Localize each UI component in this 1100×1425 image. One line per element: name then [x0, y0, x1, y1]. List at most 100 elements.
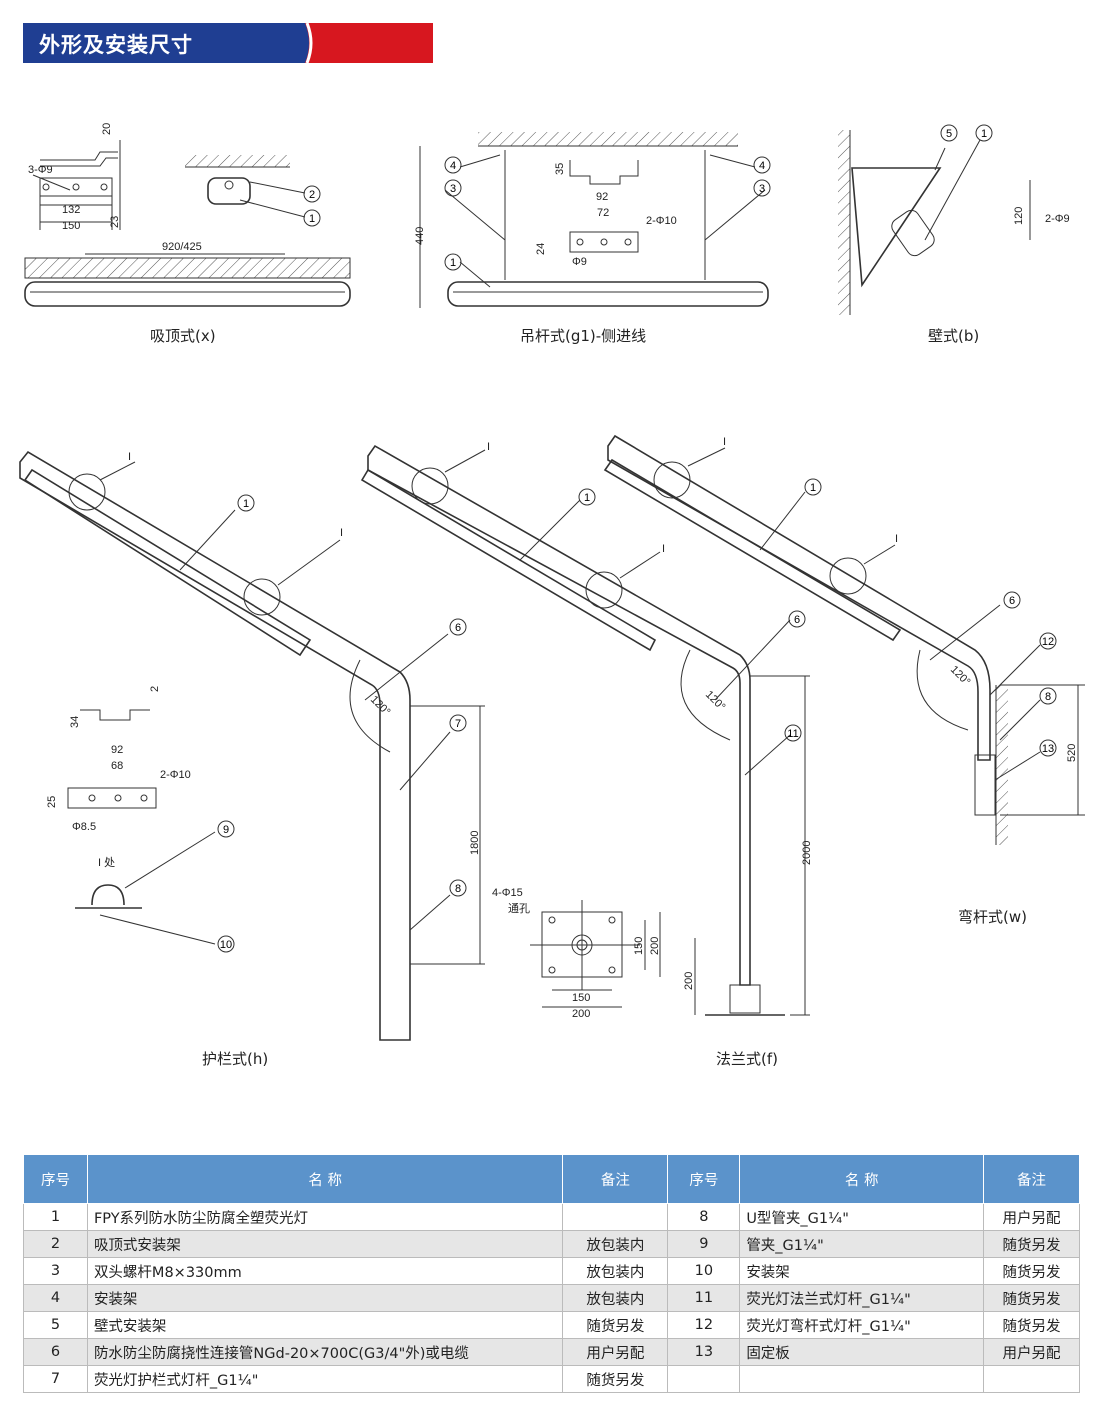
header-note: 备注: [562, 1154, 669, 1204]
dim-2: 2: [149, 686, 161, 692]
callout-6-c: 6: [1009, 595, 1015, 607]
header-name: 名 称: [86, 1154, 564, 1204]
callout-1-e: 1: [584, 492, 590, 504]
cell-no: 3: [23, 1257, 88, 1285]
cell-note: [983, 1365, 1080, 1393]
flange-drawing: 2000 200 120° I I 4-Φ15 通孔 150 200 150 2…: [360, 441, 813, 1068]
label-i-loc: I 处: [98, 856, 115, 869]
marker-I-4: I: [662, 543, 665, 555]
dim-72: 72: [597, 207, 609, 219]
marker-I-6: I: [895, 533, 898, 545]
caption-guardrail: 护栏式(h): [202, 1050, 268, 1068]
dim-440: 440: [414, 227, 426, 245]
callout-8-b: 8: [1045, 691, 1051, 703]
callout-5: 5: [946, 128, 952, 140]
cell-note: [562, 1203, 669, 1231]
callout-1: 1: [309, 213, 315, 225]
caption-bent: 弯杆式(w): [958, 908, 1027, 926]
callout-3-b: 3: [759, 183, 765, 195]
dim-150b: 150: [633, 937, 645, 955]
table-row: 3 双头螺杆M8×330mm 放包装内 10 安装架 随货另发: [23, 1257, 1080, 1285]
dim-2phi10b: 2-Φ10: [160, 769, 191, 781]
dim-120: 120: [1013, 207, 1025, 225]
cell-no: 13: [667, 1338, 741, 1366]
cell-no: 1: [23, 1203, 88, 1231]
cell-note: 用户另配: [983, 1203, 1080, 1231]
callout-11: 11: [787, 728, 798, 740]
callout-12: 12: [1042, 636, 1054, 648]
callout-1-c: 1: [981, 128, 987, 140]
header-no-2: 序号: [667, 1154, 741, 1204]
cell-name: 安装架: [739, 1257, 985, 1285]
table-row: 2 吸顶式安装架 放包装内 9 管夹_G1¼" 随货另发: [23, 1230, 1080, 1258]
cell-note: 随货另发: [562, 1311, 669, 1339]
cell-no: [667, 1365, 741, 1393]
dim-68: 68: [111, 760, 123, 772]
table-row: 7 荧光灯护栏式灯杆_G1¼" 随货另发: [23, 1365, 1080, 1393]
cell-no: 5: [23, 1311, 88, 1339]
cell-note: 随货另发: [983, 1230, 1080, 1258]
dim-20: 20: [101, 123, 113, 135]
callout-4-b: 4: [759, 160, 765, 172]
guardrail-drawing: 1800 120° I I 34 2 92 68 2-Φ10 25 Φ8.5 I…: [19, 450, 485, 1068]
dim-92b: 92: [111, 744, 123, 756]
parts-table: 序号 名 称 备注 序号 名 称 备注 1 FPY系列防水防尘防腐全塑荧光灯 8…: [23, 1154, 1080, 1393]
cell-note: 放包装内: [562, 1284, 669, 1312]
cell-no: 9: [667, 1230, 741, 1258]
callout-6-b: 6: [794, 614, 800, 626]
callout-13: 13: [1042, 743, 1054, 755]
cell-name: [739, 1365, 985, 1393]
cell-note: 用户另配: [983, 1338, 1080, 1366]
caption-wall: 壁式(b): [928, 327, 979, 345]
caption-flange: 法兰式(f): [716, 1050, 778, 1068]
cell-name: 安装架: [86, 1284, 564, 1312]
section-title: 外形及安装尺寸: [39, 33, 193, 57]
dim-25: 25: [46, 796, 58, 808]
header-note-2: 备注: [983, 1154, 1080, 1204]
dim-23: 23: [109, 216, 121, 228]
caption-ceiling: 吸顶式(x): [150, 327, 216, 345]
cell-no: 2: [23, 1230, 88, 1258]
cell-name: 双头螺杆M8×330mm: [86, 1257, 564, 1285]
dim-3phi9: 3-Φ9: [28, 164, 53, 176]
dim-phi8.5: Φ8.5: [72, 821, 96, 833]
cell-note: 用户另配: [562, 1338, 669, 1366]
callout-9: 9: [223, 824, 229, 836]
callout-6: 6: [455, 622, 461, 634]
cell-name: 荧光灯法兰式灯杆_G1¼": [739, 1284, 985, 1312]
callout-4: 4: [450, 160, 456, 172]
cell-note: 随货另发: [983, 1284, 1080, 1312]
cell-name: 固定板: [739, 1338, 985, 1366]
table-header-row: 序号 名 称 备注 序号 名 称 备注: [23, 1154, 1080, 1204]
cell-note: 随货另发: [562, 1365, 669, 1393]
cell-name: U型管夹_G1¼": [739, 1203, 985, 1231]
cell-no: 6: [23, 1338, 88, 1366]
marker-I-3: I: [487, 441, 490, 453]
header-no: 序号: [23, 1154, 88, 1204]
callout-2: 2: [309, 189, 315, 201]
dim-34: 34: [69, 716, 81, 728]
callout-7: 7: [455, 718, 461, 730]
dim-200: 200: [649, 937, 661, 955]
cell-name: 管夹_G1¼": [739, 1230, 985, 1258]
header-red-band: [301, 23, 433, 63]
marker-I-2: I: [340, 527, 343, 539]
dim-200b: 200: [572, 1008, 590, 1020]
dim-1800: 1800: [469, 831, 481, 855]
header-blue-band: [23, 23, 313, 63]
table-row: 4 安装架 放包装内 11 荧光灯法兰式灯杆_G1¼" 随货另发: [23, 1284, 1080, 1312]
cell-name: 荧光灯护栏式灯杆_G1¼": [86, 1365, 564, 1393]
header-divider: [295, 23, 313, 63]
table-row: 1 FPY系列防水防尘防腐全塑荧光灯 8 U型管夹_G1¼" 用户另配: [23, 1203, 1080, 1231]
cell-no: 11: [667, 1284, 741, 1312]
cell-no: 10: [667, 1257, 741, 1285]
dim-phi9: Φ9: [572, 256, 587, 268]
callout-3: 3: [450, 183, 456, 195]
label-through-hole: 通孔: [508, 902, 530, 915]
dim-2000: 2000: [801, 841, 813, 865]
wall-drawing: 120 2-Φ9 壁式(b): [838, 130, 1070, 345]
cell-name: 壁式安装架: [86, 1311, 564, 1339]
dim-92: 92: [596, 191, 608, 203]
cell-name: FPY系列防水防尘防腐全塑荧光灯: [86, 1203, 564, 1231]
dim-520: 520: [1066, 744, 1078, 762]
